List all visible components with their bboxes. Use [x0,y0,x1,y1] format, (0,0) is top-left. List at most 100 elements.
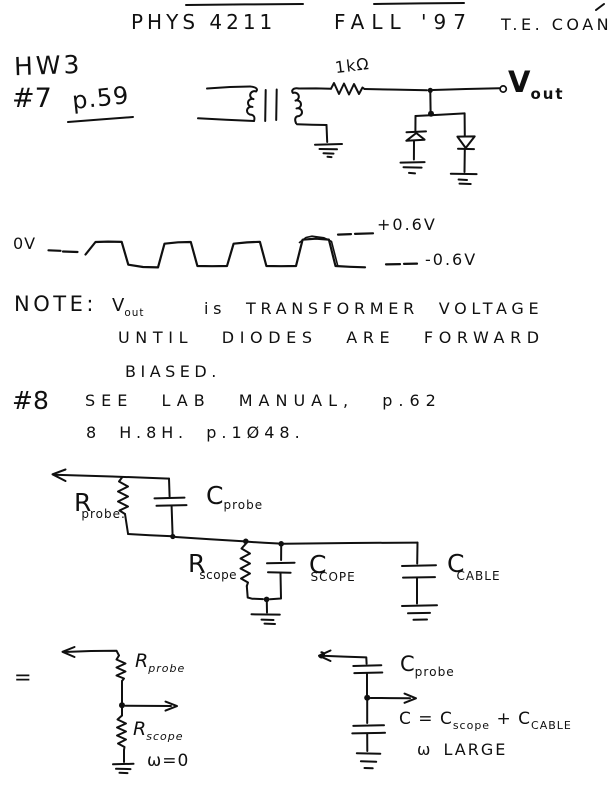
hw-number: HW3 [13,49,83,82]
eq1-output-arrow-head [164,700,178,712]
header-overline-left [185,3,304,6]
r-scope-zigzag [239,542,251,587]
c-probe-base: C [206,481,224,510]
transformer-ground-line-1 [314,143,343,146]
transformer-ground-stem [325,124,329,143]
note-heading: NOTE: [14,292,97,316]
waveform-negative-level-label: -0.6V [425,250,478,269]
probe-circuit-drawing [51,468,438,625]
probe-top-wire [53,473,170,480]
eq1-omega-condition: ω=0 [147,751,190,771]
pos-level-dash-1 [336,233,353,236]
eq1-r-probe-subscript: probe [148,661,186,675]
note-line-1: is TRANSFORMER VOLTAGE [204,299,544,318]
c-scope-bottom-lead [269,572,282,601]
diode-right-ground-line-2 [457,178,468,181]
c-cable-top-plate [401,564,437,567]
transformer-core-line-2 [275,88,278,121]
note-vout-subscript: out [124,306,145,319]
waveform-positive-level-label: +0.6V [377,215,437,234]
transformer-primary-top-lead [206,85,251,90]
scope-node-dot-1 [243,538,249,545]
note-vout: Vout [112,295,144,318]
problem7-page-ref: p.59 [70,81,131,115]
probe-node-dot [170,533,176,540]
formula-equals: = [418,709,434,729]
eq2-ground-line-2 [359,760,378,763]
equivalent-equals-sign: = [14,665,32,689]
instructor-name: T.E. COAN [501,15,609,34]
vout-label: Vout [508,68,565,102]
c-cable-ground-line-1 [401,604,438,607]
vout-subscript: out [530,84,565,103]
problem8-number: #8 [12,386,49,415]
diode-left-cathode-bar [405,130,427,134]
note-line-3: BIASED. [125,362,221,381]
output-wire [363,88,428,92]
eq1-arrow-shaft [63,649,120,657]
pos-level-dash-2 [353,232,375,235]
r-probe-base: R [74,488,92,517]
c-probe-subscript: probe [223,498,264,513]
eq2-c-probe-base: C [400,652,415,676]
c-probe-label: Cprobe [206,481,263,511]
problem7-number: #7 [12,83,52,114]
c-scope-top-plate [266,561,296,565]
eq1-r-scope-subscript: scope [146,729,184,743]
diode-left-ground-line-3 [408,171,416,175]
equiv-low-freq-drawing [61,646,178,775]
formula-c-cable: C [518,709,532,729]
probe-input-arrow-head [51,468,67,482]
zero-level-dash-1 [47,249,62,252]
transformer-secondary-bottom-lead [296,123,328,126]
scope-ground-node-dot [263,596,270,603]
eq1-r-scope-label: Rscope [133,718,184,742]
c-cable-label: CCABLE [447,551,501,582]
eq2-cprobe-bottom-plate [353,671,384,675]
eq2-c-probe-subscript: probe [414,665,455,680]
waveform-drawing [47,232,419,269]
term-label: FALL '97 [334,10,473,34]
eq1-r-probe-label: Rprobe [135,652,185,674]
waveform-retrace [298,235,339,266]
page-corner-mark [595,3,605,11]
capacitance-formula: C = Cscope + CCABLE [399,709,572,731]
formula-c-scope: C [439,709,453,729]
c-scope-label: CSCOPE [309,552,356,583]
eq2-cprobe-top-plate [352,664,383,667]
eq1-r-scope-base: R [133,718,147,740]
eq2-node-dot [364,694,371,701]
diode-left-triangle [405,132,426,142]
waveform-zero-label: 0V [13,234,37,253]
resistor-1k-zigzag [330,82,366,96]
r-probe-bottom-lead [124,513,129,535]
r-probe-zigzag [117,476,129,515]
c-probe-top-lead [168,477,171,498]
c-probe-top-plate [153,496,186,500]
cable-top-wire [283,541,419,545]
eq2-c2-bottom-plate [351,731,386,735]
eq1-rprobe-zigzag [115,654,127,682]
probe-bottom-wire [127,533,174,538]
formula-c-scope-subscript: scope [452,718,491,732]
resistor-value-label: 1kΩ [333,53,371,78]
eq2-omega-condition: ω LARGE [417,740,508,759]
r-probe-subscript: probe. [81,507,126,522]
node-dot-top [427,87,433,93]
eq2-output-arrow-head [403,692,417,704]
eq2-arrow-shaft [321,654,368,665]
r-probe-label: Rprobe. [74,488,126,520]
waveform-trace [84,237,367,269]
scope-top-wire [247,540,280,545]
transformer-primary-coil [246,85,258,122]
c-cable-bottom-plate [402,576,436,579]
r-scope-base: R [188,549,206,578]
formula-lhs: C [399,709,412,729]
output-wire-2 [432,87,501,91]
note-line-2: UNTIL DIODES ARE FORWARD [118,328,545,347]
vout-terminal-circle [499,85,508,93]
note-vout-base: V [112,295,125,316]
c-scope-subscript: SCOPE [310,570,356,585]
clipper-circuit-drawing [197,82,508,185]
